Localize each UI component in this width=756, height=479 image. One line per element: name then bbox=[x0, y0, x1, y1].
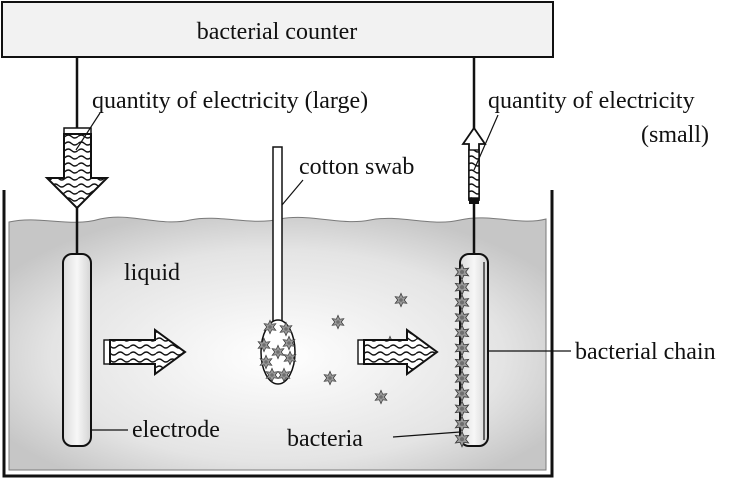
flow-arrow-left-icon bbox=[103, 328, 187, 376]
bacteria-label: bacteria bbox=[287, 426, 363, 452]
container-walls bbox=[2, 190, 554, 478]
left-electrode bbox=[62, 253, 92, 447]
electricity-small-arrow-icon bbox=[461, 126, 487, 204]
bacterial-chain-label: bacterial chain bbox=[575, 339, 716, 365]
flow-arrow-right-icon bbox=[357, 328, 439, 376]
quantity-large-label: quantity of electricity (large) bbox=[92, 88, 368, 114]
bacterial-counter-box: bacterial counter bbox=[1, 1, 554, 58]
quantity-small-label-line1: quantity of electricity bbox=[488, 88, 695, 114]
bacterial-counter-label: bacterial counter bbox=[197, 19, 358, 45]
electricity-large-arrow-icon bbox=[44, 127, 110, 210]
cotton-swab-label: cotton swab bbox=[299, 154, 414, 180]
electrode-label: electrode bbox=[132, 417, 220, 443]
quantity-small-label-line2: (small) bbox=[641, 122, 709, 148]
liquid-label: liquid bbox=[124, 260, 180, 286]
